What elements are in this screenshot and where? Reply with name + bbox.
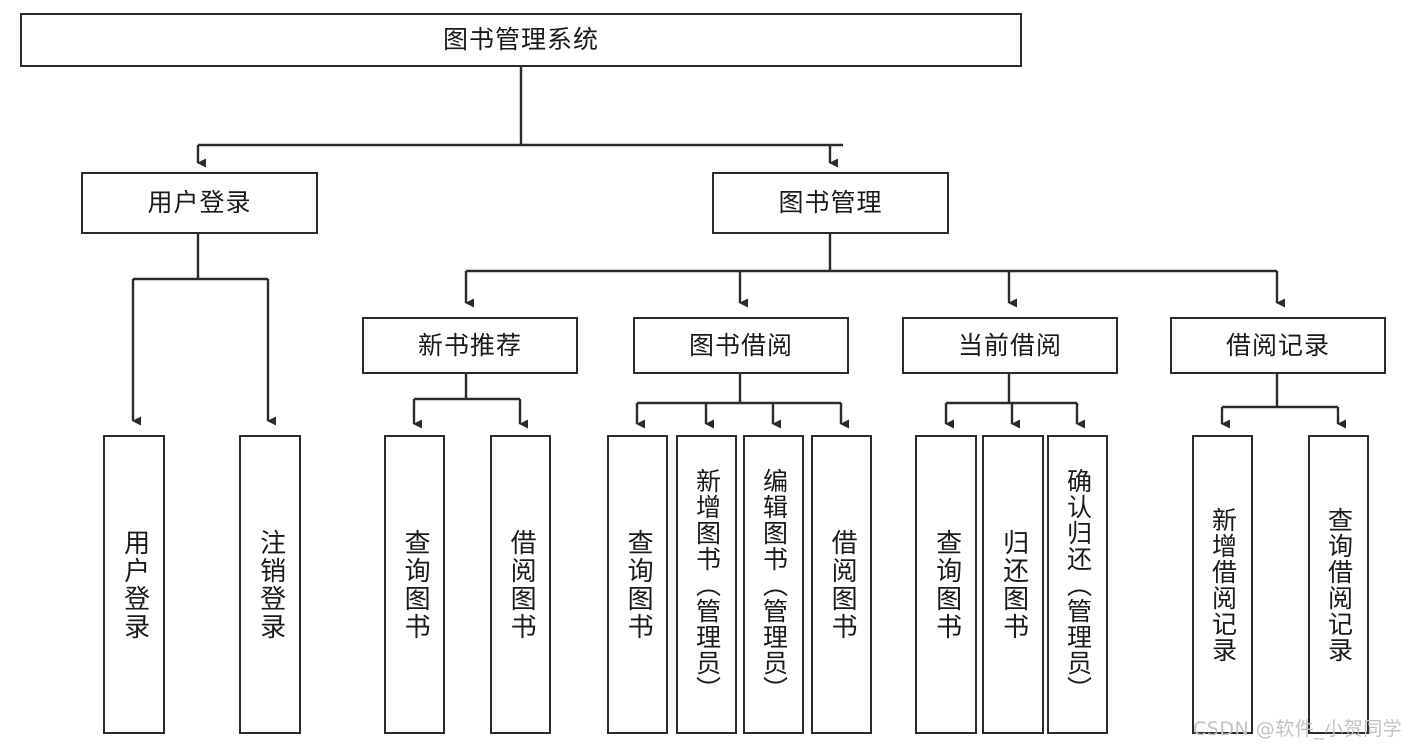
node-label: 新书推荐 — [417, 330, 522, 360]
node-label: 当前借阅 — [957, 330, 1062, 360]
node-book-management[interactable]: 图书管理 — [712, 172, 949, 234]
node-leaf-logout[interactable]: 注销登录 — [239, 435, 301, 734]
node-leaf-query-borrow-record[interactable]: 查询借阅记录 — [1308, 435, 1369, 734]
node-label: 图书管理系统 — [442, 25, 599, 55]
node-leaf-query-book-current[interactable]: 查询图书 — [915, 435, 977, 734]
node-label: 用户登录 — [147, 188, 252, 218]
node-leaf-user-login[interactable]: 用户登录 — [103, 435, 165, 734]
node-label: 查询借阅记录 — [1324, 506, 1354, 663]
node-leaf-confirm-return-admin[interactable]: 确认归还（管理员） — [1047, 435, 1108, 734]
node-root-book-management-system[interactable]: 图书管理系统 — [20, 13, 1022, 67]
node-leaf-lend-book[interactable]: 借阅图书 — [811, 435, 872, 734]
node-leaf-add-borrow-record[interactable]: 新增借阅记录 — [1192, 435, 1253, 734]
node-label: 图书管理 — [778, 188, 883, 218]
node-label: 新增图书（管理员） — [692, 467, 722, 702]
node-leaf-add-book-admin[interactable]: 新增图书（管理员） — [676, 435, 737, 734]
node-borrow-record[interactable]: 借阅记录 — [1170, 317, 1386, 374]
node-book-borrow[interactable]: 图书借阅 — [633, 317, 849, 374]
node-label: 查询图书 — [623, 528, 654, 641]
node-label: 借阅记录 — [1225, 330, 1330, 360]
csdn-watermark: CSDN @软件_小贺同学 — [1193, 718, 1403, 740]
node-label: 编辑图书（管理员） — [759, 467, 789, 702]
node-label: 注销登录 — [255, 528, 286, 641]
node-label: 借阅图书 — [506, 528, 537, 641]
node-label: 查询图书 — [400, 528, 431, 641]
node-user-login[interactable]: 用户登录 — [81, 172, 318, 234]
node-leaf-borrow-book-recommend[interactable]: 借阅图书 — [490, 435, 551, 734]
node-label: 用户登录 — [119, 528, 150, 641]
node-label: 归还图书 — [998, 528, 1029, 641]
node-leaf-return-book[interactable]: 归还图书 — [982, 435, 1044, 734]
node-label: 图书借阅 — [688, 330, 793, 360]
node-new-book-recommend[interactable]: 新书推荐 — [362, 317, 578, 374]
node-label: 查询图书 — [931, 528, 962, 641]
node-leaf-query-book-recommend[interactable]: 查询图书 — [384, 435, 445, 734]
node-label: 确认归还（管理员） — [1063, 467, 1093, 702]
node-label: 新增借阅记录 — [1208, 506, 1238, 663]
node-current-borrow[interactable]: 当前借阅 — [902, 317, 1118, 374]
node-leaf-query-book-borrow[interactable]: 查询图书 — [607, 435, 668, 734]
node-leaf-edit-book-admin[interactable]: 编辑图书（管理员） — [743, 435, 804, 734]
node-label: 借阅图书 — [827, 528, 858, 641]
